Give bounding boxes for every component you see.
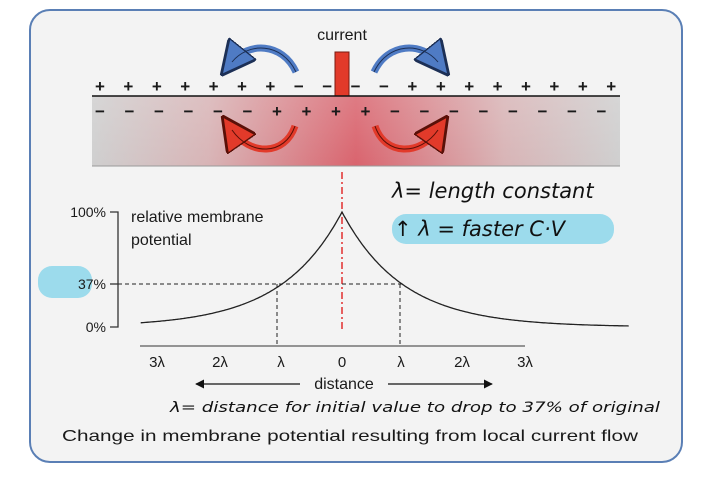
charges-outside: +++++++−−−−++++++++	[95, 77, 616, 96]
outside-charge-8: −	[322, 77, 332, 96]
outside-charge-14: +	[493, 77, 503, 96]
outside-charge-5: +	[237, 77, 247, 96]
inside-charge-17: −	[597, 102, 607, 121]
caption: Change in membrane potential resulting f…	[62, 428, 639, 445]
outside-charge-0: +	[95, 77, 105, 96]
x-tick-3l-right: 3λ	[517, 354, 533, 371]
annotation-lambda-note: λ= distance for initial value to drop to…	[169, 400, 660, 416]
x-tick-2l-left: 2λ	[212, 354, 228, 371]
y-tick-label-37: 37%	[78, 276, 106, 292]
outside-charge-13: +	[464, 77, 474, 96]
inside-charge-16: −	[567, 102, 577, 121]
outside-charge-17: +	[578, 77, 588, 96]
outside-charge-3: +	[180, 77, 190, 96]
inside-charge-8: +	[331, 102, 341, 121]
annotation-faster: ↑ λ = faster C·V	[394, 217, 567, 241]
current-label: current	[317, 27, 367, 44]
y-tick-label-100: 100%	[70, 204, 106, 220]
inside-charge-4: −	[213, 102, 223, 121]
outside-charge-10: −	[379, 77, 389, 96]
outside-charge-12: +	[436, 77, 446, 96]
x-tick-1l-left: λ	[277, 354, 285, 371]
x-tick-2l-right: 2λ	[454, 354, 470, 371]
inside-charge-3: −	[184, 102, 194, 121]
highlight-37	[38, 266, 92, 298]
red-arrow-right-edge	[374, 125, 439, 150]
inside-charge-6: +	[272, 102, 282, 121]
x-tick-3l-left: 3λ	[149, 354, 165, 371]
x-axis-label: distance	[314, 376, 374, 393]
outside-charge-15: +	[521, 77, 531, 96]
y-axis-label-2: potential	[131, 232, 192, 249]
x-tick-1l-right: λ	[397, 354, 405, 371]
inside-charge-13: −	[479, 102, 489, 121]
inside-charge-7: +	[302, 102, 312, 121]
outside-charge-4: +	[209, 77, 219, 96]
charges-inside: −−−−−−++++−−−−−−−−	[95, 102, 607, 121]
inside-charge-12: −	[449, 102, 459, 121]
inside-charge-9: +	[361, 102, 371, 121]
inside-charge-1: −	[125, 102, 135, 121]
highlight-faster	[392, 214, 614, 244]
annotation-lambda-def: λ= length constant	[391, 179, 594, 203]
red-arrow-left-edge	[231, 125, 296, 150]
inside-charge-15: −	[538, 102, 548, 121]
inside-charge-10: −	[390, 102, 400, 121]
outside-charge-7: −	[294, 77, 304, 96]
outside-charge-9: −	[351, 77, 361, 96]
outside-charge-6: +	[265, 77, 275, 96]
outside-charge-16: +	[549, 77, 559, 96]
x-tick-0: 0	[338, 354, 346, 371]
y-tick-label-0: 0%	[86, 319, 106, 335]
decay-curve	[140, 210, 629, 327]
y-axis-label-1: relative membrane	[131, 209, 264, 226]
outside-charge-2: +	[152, 77, 162, 96]
outside-charge-11: +	[407, 77, 417, 96]
inside-charge-14: −	[508, 102, 518, 121]
outside-charge-1: +	[123, 77, 133, 96]
blue-arrow-right-edge	[373, 47, 439, 73]
outside-charge-18: +	[606, 77, 616, 96]
x-tick-labels: 3λ 2λ λ 0 λ 2λ 3λ	[149, 354, 533, 371]
inside-charge-0: −	[95, 102, 105, 121]
inside-charge-11: −	[420, 102, 430, 121]
y-axis-bracket	[110, 211, 119, 328]
inside-charge-2: −	[154, 102, 164, 121]
membrane-band-sheen	[92, 96, 620, 166]
blue-arrow-left-edge	[231, 47, 297, 73]
inside-charge-5: −	[243, 102, 253, 121]
